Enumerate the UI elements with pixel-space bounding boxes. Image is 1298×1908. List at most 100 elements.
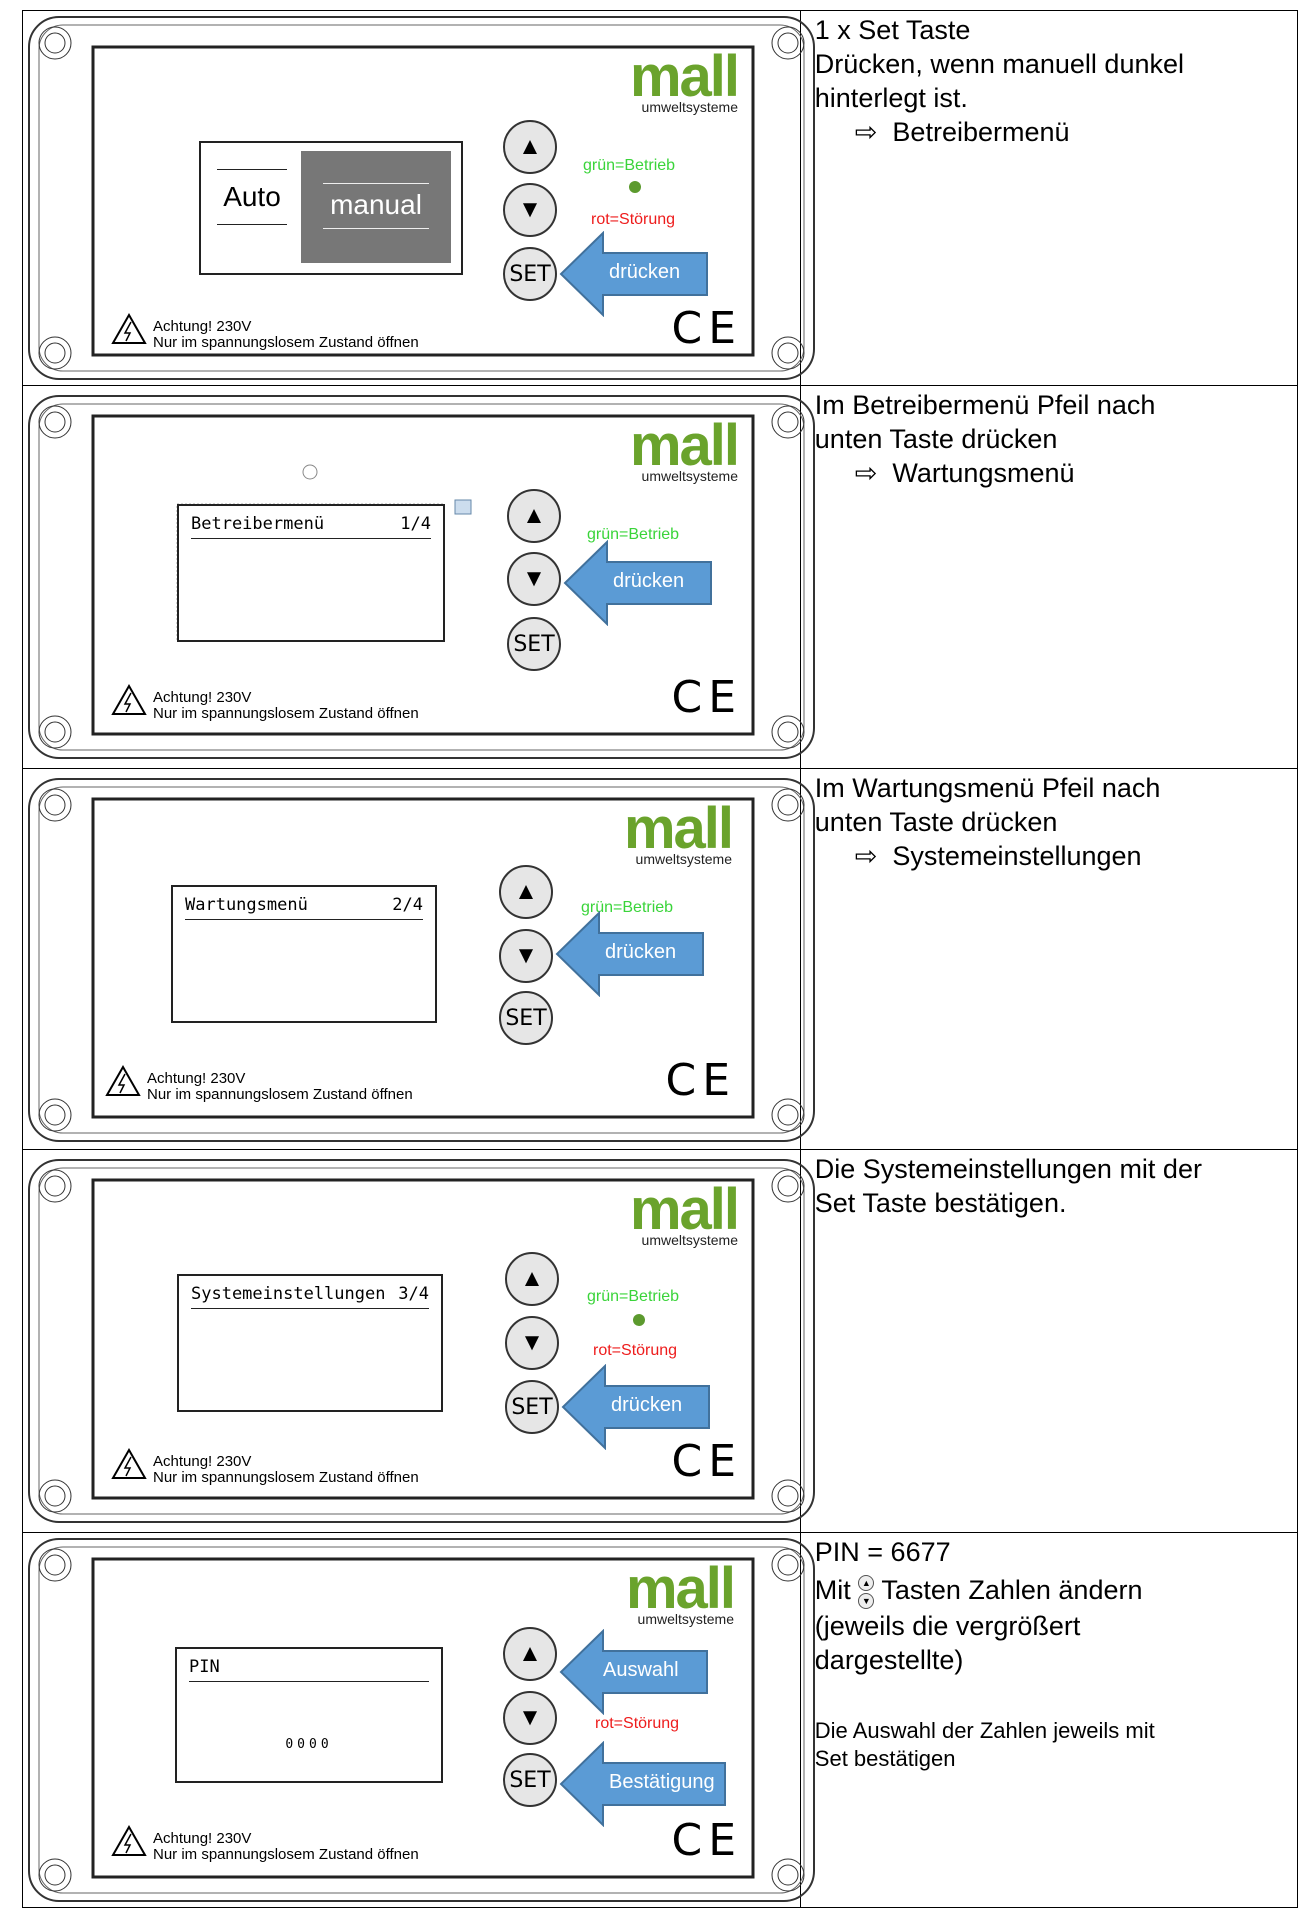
device-housing (28, 778, 815, 1142)
step-text-line: Drücken, wenn manuell dunkel (814, 49, 1184, 79)
callout-label: Auswahl (603, 1659, 679, 1681)
arrow-down-icon: ▼ (514, 942, 538, 969)
callout-label: drücken (609, 261, 681, 283)
arrow-up-icon: ▲ (514, 878, 538, 905)
led-green-label: grün=Betrieb (583, 157, 676, 174)
set-button[interactable]: SET (499, 991, 553, 1045)
controller-device: mall umweltsysteme Auto manual ▲ ▼ SET g… (25, 13, 818, 383)
arrow-down-icon: ▼ (518, 1704, 542, 1731)
step-text-line: Set Taste bestätigen. (814, 1188, 1067, 1218)
press-callout-arrow: drücken (563, 540, 713, 626)
device-housing (28, 1159, 815, 1523)
menu-title: Betreibermenü (191, 514, 325, 534)
mini-down-icon: ▼ (858, 1592, 875, 1609)
warning-line-2: Nur im spannungslosem Zustand öffnen (153, 334, 419, 351)
steps-table: mall umweltsysteme Auto manual ▲ ▼ SET g… (22, 10, 1298, 1908)
led-red-label: rot=Störung (591, 211, 676, 228)
select-callout-arrow: Auswahl (559, 1629, 709, 1715)
brand-logo: mall umweltsysteme (630, 1181, 740, 1249)
callout-label: drücken (611, 1394, 683, 1416)
menu-title: Systemeinstellungen (191, 1284, 386, 1304)
press-callout-arrow: drücken (555, 911, 705, 997)
brand-subtitle: umweltsysteme (641, 99, 738, 115)
step-text-fragment: Tasten Zahlen ändern (881, 1575, 1143, 1605)
callout-label: Bestätigung (609, 1771, 715, 1793)
down-button[interactable]: ▼ (507, 552, 561, 606)
warning-line-2: Nur im spannungslosem Zustand öffnen (153, 1846, 419, 1863)
brand-logo: mall umweltsysteme (629, 413, 740, 485)
step-result: ⇨ Betreibermenü (815, 115, 1287, 149)
step-text: 1 x Set Taste Drücken, wenn manuell dunk… (799, 10, 1298, 386)
down-button[interactable]: ▼ (503, 183, 557, 237)
up-button[interactable]: ▲ (507, 489, 561, 543)
up-button[interactable]: ▲ (505, 1252, 559, 1306)
arrow-up-icon: ▲ (518, 133, 542, 160)
press-callout-arrow: drücken (561, 1364, 711, 1450)
menu-page: 2/4 (392, 895, 423, 915)
warning-line-1: Achtung! 230V (153, 318, 252, 335)
set-button[interactable]: SET (507, 617, 561, 671)
high-voltage-warning-icon (111, 684, 147, 715)
set-button[interactable]: SET (505, 1380, 559, 1434)
ce-mark: CE (671, 303, 742, 354)
step-text: Im Betreibermenü Pfeil nach unten Taste … (799, 385, 1298, 769)
status-led (633, 1314, 645, 1326)
down-button[interactable]: ▼ (503, 1691, 557, 1745)
step-text-line: dargestellte) (814, 1644, 964, 1675)
warning-line-1: Achtung! 230V (153, 1830, 252, 1847)
down-button[interactable]: ▼ (499, 929, 553, 983)
step-result: ⇨ Systemeinstellungen (815, 839, 1287, 873)
up-button[interactable]: ▲ (499, 865, 553, 919)
brand-subtitle: umweltsysteme (637, 1611, 734, 1627)
high-voltage-warning-icon (111, 1825, 147, 1856)
display-auto-manual: Auto manual (199, 141, 463, 275)
brand-name: mall (629, 413, 740, 478)
ce-mark: CE (671, 1436, 742, 1487)
arrow-buttons-icon: ▲▼ (858, 1574, 875, 1609)
set-button[interactable]: SET (503, 247, 557, 301)
step-result-label: Betreibermenü (892, 117, 1070, 147)
step-text-fragment: Mit (814, 1575, 851, 1605)
ce-mark: CE (671, 1815, 742, 1866)
result-arrow-icon: ⇨ (854, 841, 878, 871)
step-text-line: Im Betreibermenü Pfeil nach (814, 390, 1156, 420)
warning-line-1: Achtung! 230V (147, 1070, 246, 1087)
callout-label: drücken (605, 941, 677, 963)
mini-up-icon: ▲ (858, 1574, 875, 1591)
up-button[interactable]: ▲ (503, 1627, 557, 1681)
result-arrow-icon: ⇨ (854, 117, 878, 147)
step-text-line: (jeweils die vergrößert (814, 1610, 1081, 1641)
arrow-up-icon: ▲ (518, 1640, 542, 1667)
brand-logo: mall umweltsysteme (625, 1556, 736, 1628)
led-red-label: rot=Störung (595, 1715, 680, 1732)
set-button[interactable]: SET (503, 1753, 557, 1807)
manual-mode-label: manual (330, 189, 422, 220)
pin-title: PIN (189, 1657, 220, 1677)
warning-line-2: Nur im spannungslosem Zustand öffnen (147, 1086, 413, 1103)
high-voltage-warning-icon (111, 313, 147, 344)
auto-mode-label: Auto (217, 169, 287, 225)
confirm-callout-arrow: Bestätigung (559, 1741, 727, 1827)
arrow-up-icon: ▲ (520, 1265, 544, 1292)
brand-name: mall (625, 1556, 736, 1621)
down-button[interactable]: ▼ (505, 1316, 559, 1370)
led-green-label: grün=Betrieb (587, 526, 680, 543)
step-text-line: hinterlegt ist. (814, 83, 968, 113)
up-button[interactable]: ▲ (503, 120, 557, 174)
led-green-label: grün=Betrieb (581, 899, 674, 916)
display-pin: PIN 0000 (175, 1647, 443, 1783)
step-result-label: Wartungsmenü (892, 458, 1075, 488)
brand-name: mall (629, 44, 740, 109)
high-voltage-warning-icon (111, 1448, 147, 1479)
step-text-line: PIN = 6677 (814, 1537, 951, 1567)
brand-logo: mall umweltsysteme (629, 44, 740, 116)
